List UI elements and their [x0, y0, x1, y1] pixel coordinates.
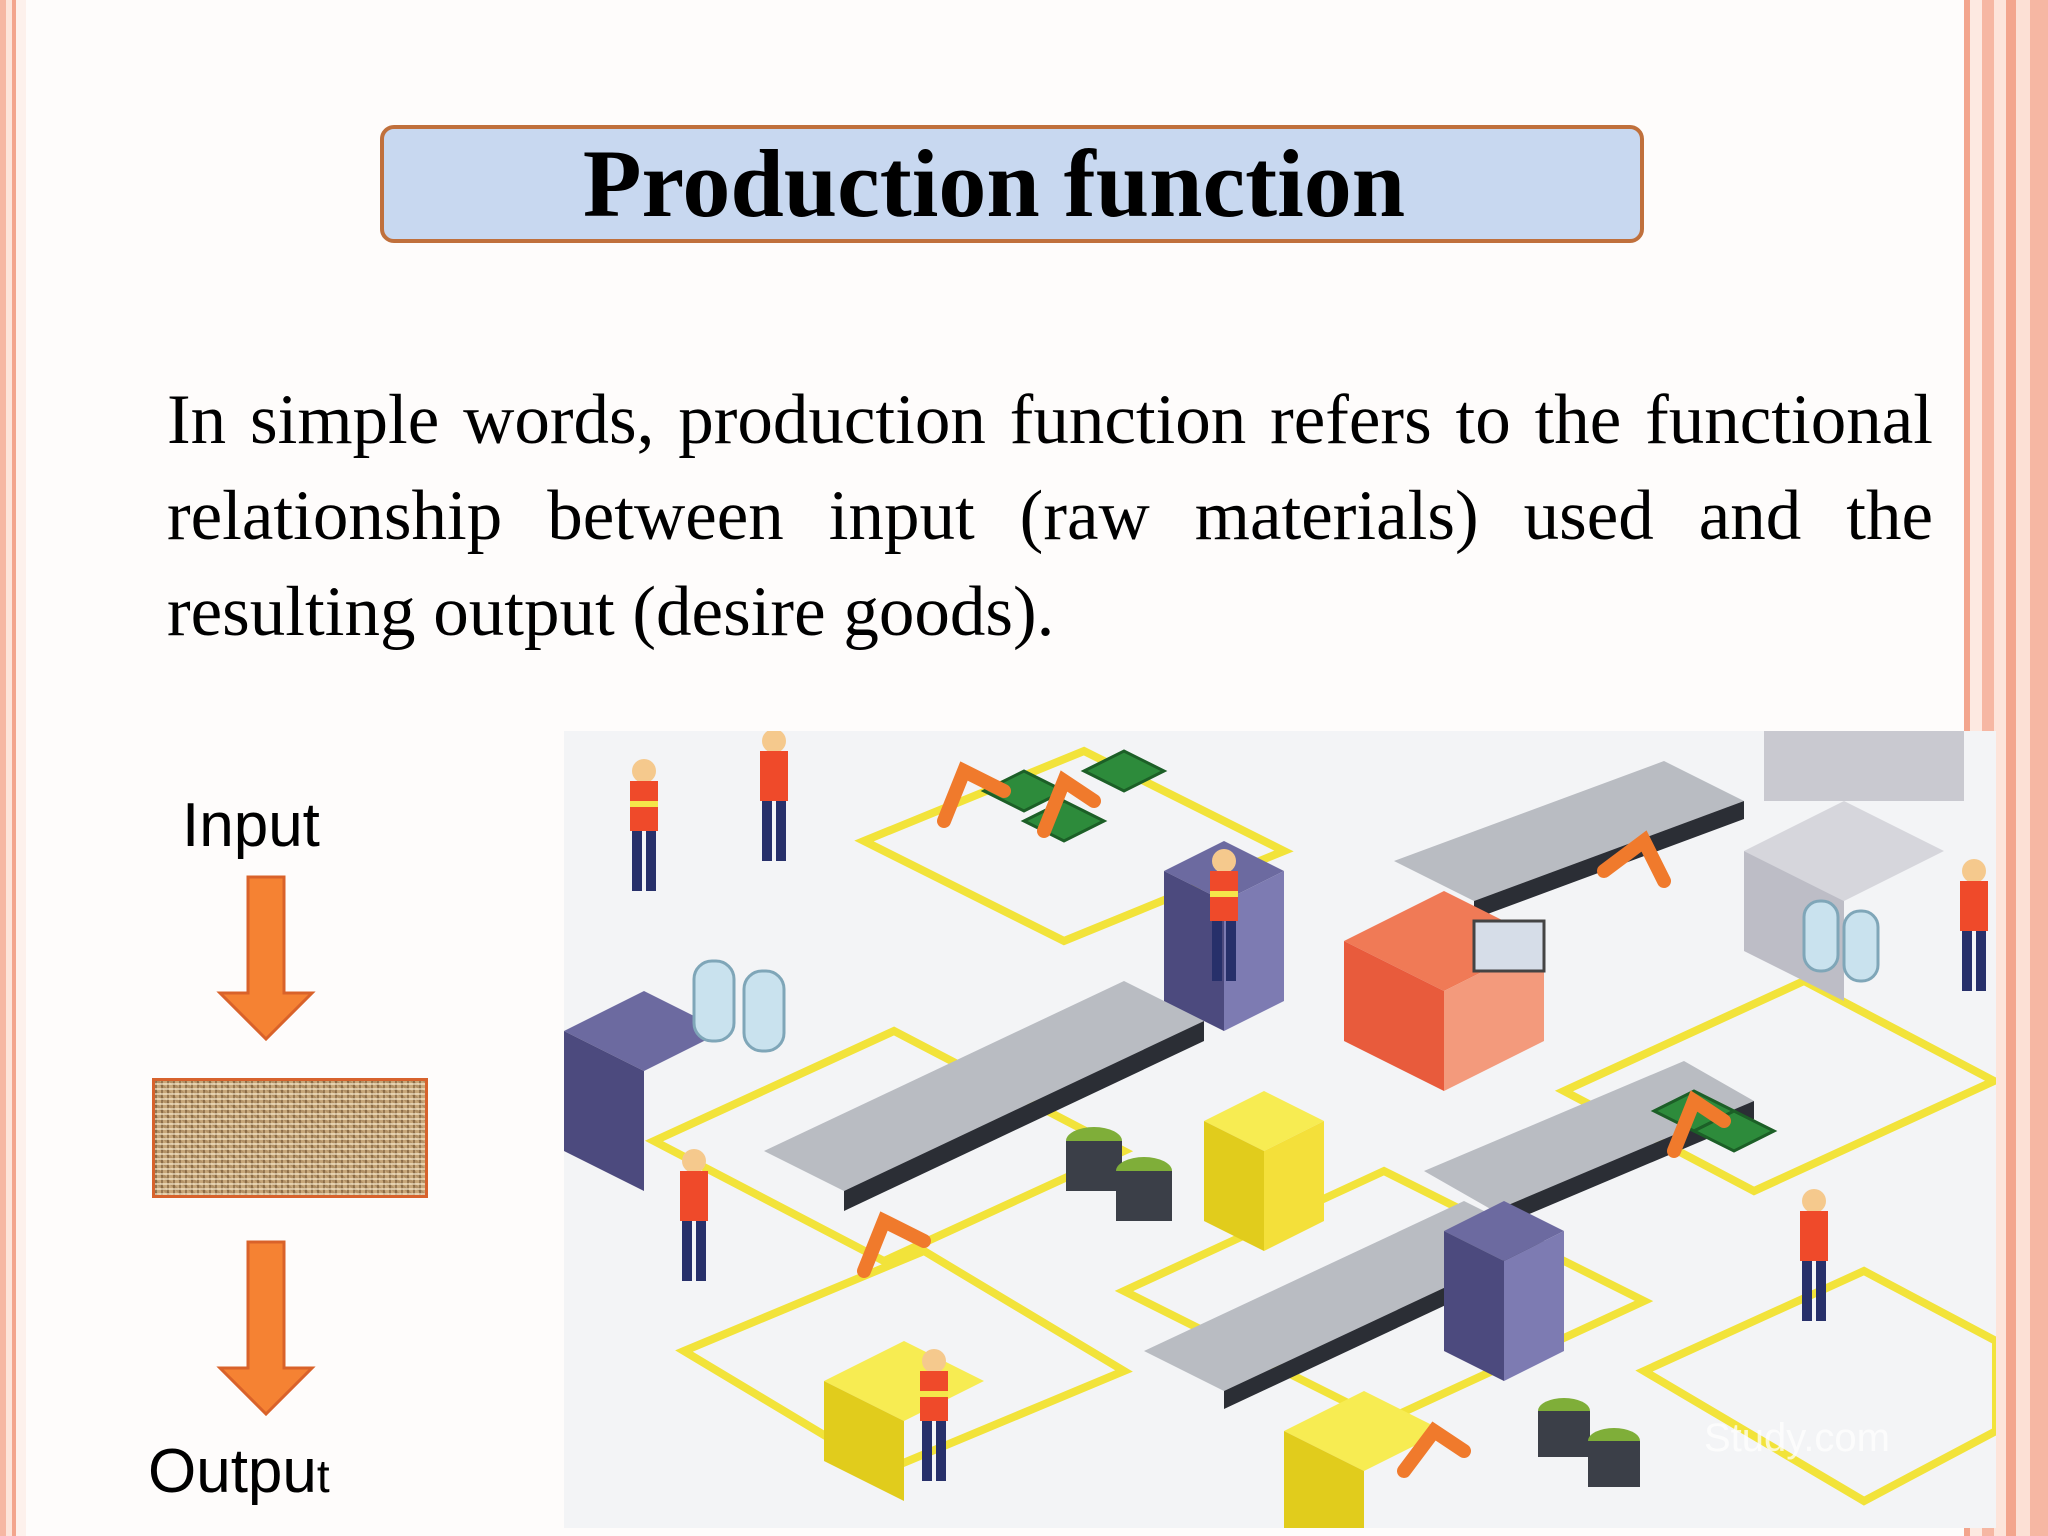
- fabric-texture-icon: [152, 1078, 428, 1198]
- down-arrow-icon: [216, 875, 316, 1041]
- image-watermark: Study.com: [1704, 1416, 1890, 1460]
- slide: Production function In simple words, pro…: [26, 0, 1996, 1536]
- output-label-main: Outpu: [148, 1437, 317, 1506]
- input-label: Input: [182, 791, 320, 860]
- factory-illustration: Study.com: [564, 731, 1996, 1528]
- down-arrow-icon: [216, 1240, 316, 1416]
- left-frame-border: [0, 0, 26, 1536]
- output-label: Output: [148, 1436, 330, 1507]
- title-box: Production function: [380, 125, 1644, 243]
- factory-illustration-svg: Study.com: [564, 731, 1996, 1528]
- definition-paragraph: In simple words, production function ref…: [167, 381, 1933, 651]
- output-label-end: t: [316, 1450, 330, 1502]
- slide-title: Production function: [582, 130, 1406, 237]
